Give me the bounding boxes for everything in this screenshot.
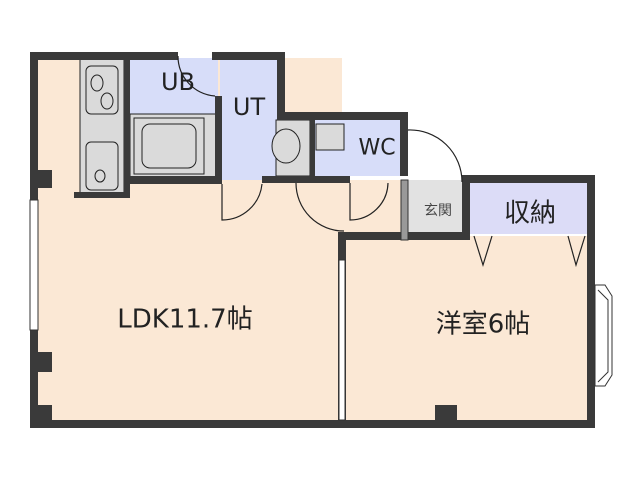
bay-window — [594, 284, 613, 387]
room-label-storage: 収納 — [503, 198, 557, 229]
bedroom-floor — [342, 236, 591, 424]
storage-floor — [470, 181, 587, 234]
room-label-ldk: LDK11.7帖 — [117, 304, 253, 335]
genkan-partition — [400, 179, 409, 241]
toilet — [271, 119, 345, 177]
ut-floor — [220, 58, 280, 180]
room-label-wc: WC — [358, 135, 396, 161]
room-label-ub: UB — [160, 68, 196, 96]
room-label-ut: UT — [232, 93, 266, 121]
bathtub — [129, 113, 217, 179]
ldk-window — [29, 199, 39, 331]
room-label-genkan: 玄関 — [424, 203, 452, 219]
genkan-floor — [408, 180, 466, 236]
door-swings — [177, 55, 586, 268]
sliding-door — [338, 259, 346, 421]
room-label-western-room: 洋室6帖 — [435, 309, 531, 340]
hall-floor — [342, 180, 404, 236]
ub-floor — [128, 58, 218, 116]
kitchen-counter — [79, 57, 125, 197]
